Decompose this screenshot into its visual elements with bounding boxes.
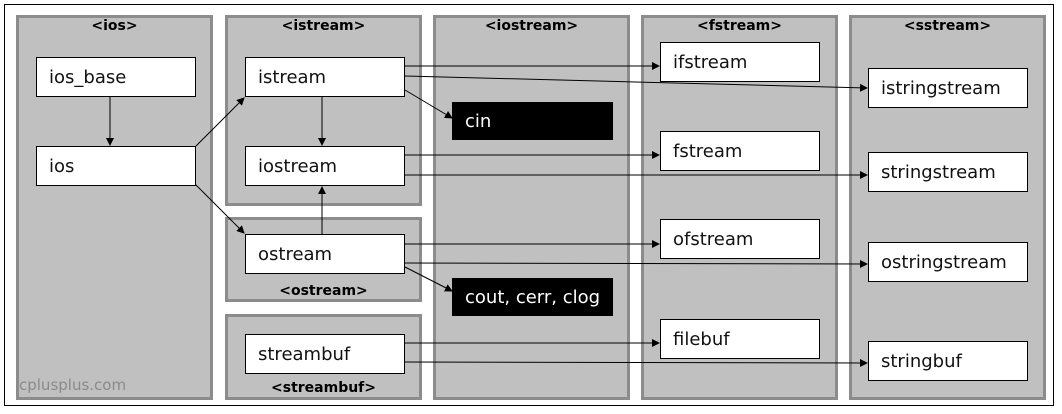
object-cin: cin bbox=[452, 102, 613, 140]
group-streambuf-title: <streambuf> bbox=[271, 380, 376, 396]
class-ios: ios bbox=[36, 146, 196, 186]
group-ostream-title: <ostream> bbox=[279, 283, 368, 299]
class-ostream: ostream bbox=[245, 234, 405, 274]
class-istringstream: istringstream bbox=[868, 68, 1028, 108]
watermark: cplusplus.com bbox=[19, 376, 127, 394]
class-ofstream: ofstream bbox=[660, 219, 820, 259]
group-fstream-title: <fstream> bbox=[696, 18, 782, 34]
class-iostream: iostream bbox=[245, 146, 405, 186]
class-ifstream: ifstream bbox=[660, 42, 820, 82]
class-ostringstream: ostringstream bbox=[868, 242, 1028, 282]
group-iostream-title: <iostream> bbox=[484, 18, 579, 34]
class-streambuf: streambuf bbox=[245, 334, 405, 374]
group-iostream: <iostream> bbox=[433, 15, 630, 400]
group-istream-title: <istream> bbox=[281, 18, 366, 34]
object-cout-cerr-clog: cout, cerr, clog bbox=[452, 278, 613, 316]
class-fstream: fstream bbox=[660, 131, 820, 171]
group-sstream-title: <sstream> bbox=[903, 18, 992, 34]
class-ios-base: ios_base bbox=[36, 57, 196, 97]
group-ios-title: <ios> bbox=[91, 18, 138, 34]
class-istream: istream bbox=[245, 57, 405, 97]
class-stringstream: stringstream bbox=[868, 152, 1028, 192]
class-stringbuf: stringbuf bbox=[868, 341, 1028, 381]
class-filebuf: filebuf bbox=[660, 319, 820, 359]
